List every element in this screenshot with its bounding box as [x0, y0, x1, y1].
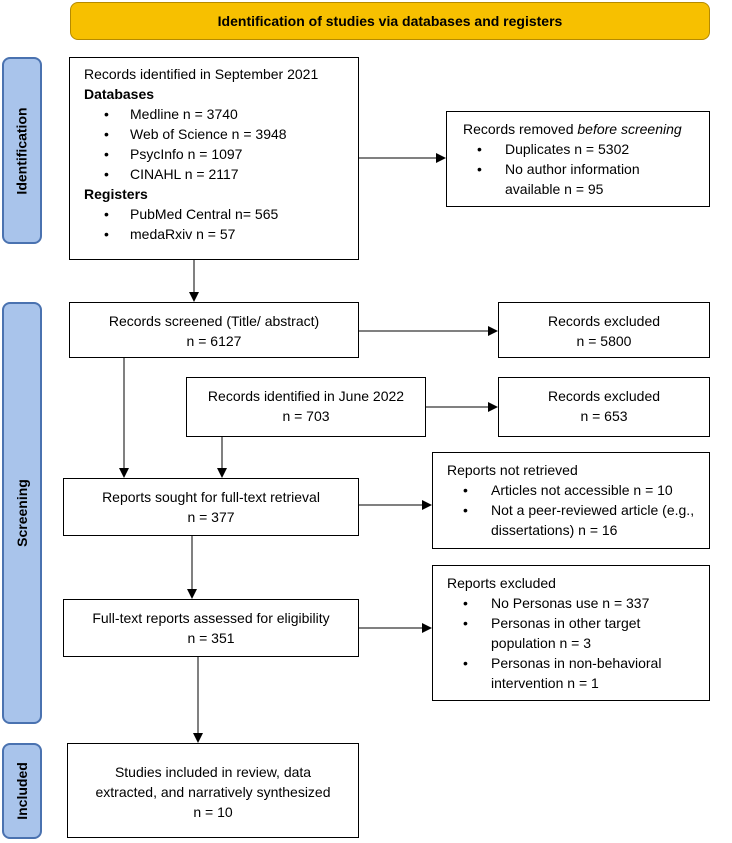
database-item: Web of Science n = 3948 — [70, 124, 358, 144]
records-identified-june-label: Records identified in June 2022 — [207, 388, 405, 404]
database-item: CINAHL n = 2117 — [70, 164, 358, 184]
records-identified-box: Records identified in September 2021 Dat… — [69, 57, 359, 260]
excluded-reason-item: No Personas use n = 337 — [433, 593, 689, 613]
databases-label: Databases — [84, 86, 155, 102]
records-removed-box: Records removed before screening Duplica… — [446, 111, 710, 207]
records-removed-list: Duplicates n = 5302 No author informatio… — [447, 139, 697, 199]
records-identified-june-box: Records identified in June 2022 n = 703 — [186, 377, 426, 437]
phase-identification: Identification — [2, 57, 42, 244]
records-removed-title: Records removed before screening — [463, 119, 709, 139]
register-item: PubMed Central n= 565 — [70, 204, 358, 224]
reports-not-retrieved-list: Articles not accessible n = 10 Not a pee… — [433, 480, 699, 540]
reports-excluded-box: Reports excluded No Personas use n = 337… — [432, 565, 710, 701]
reports-excluded-title: Reports excluded — [447, 575, 556, 591]
reports-assessed-label: Full-text reports assessed for eligibili… — [92, 610, 330, 626]
records-excluded-june-box: Records excluded n = 653 — [498, 377, 710, 437]
records-screened-label: Records screened (Title/ abstract) — [108, 313, 320, 329]
databases-list: Medline n = 3740 Web of Science n = 3948… — [70, 104, 358, 184]
registers-label: Registers — [84, 186, 148, 202]
register-item: medaRxiv n = 57 — [70, 224, 358, 244]
records-excluded-count: n = 5800 — [576, 333, 632, 349]
excluded-reason-item: Personas in other target population n = … — [433, 613, 689, 653]
reports-assessed-box: Full-text reports assessed for eligibili… — [63, 599, 359, 657]
records-removed-title-prefix: Records removed — [463, 121, 578, 137]
records-screened-box: Records screened (Title/ abstract) n = 6… — [69, 302, 359, 358]
records-screened-count: n = 6127 — [186, 333, 242, 349]
studies-included-line1: Studies included in review, data — [114, 764, 312, 780]
phase-included: Included — [2, 743, 42, 839]
records-identified-title: Records identified in September 2021 — [84, 66, 319, 82]
removed-item: Duplicates n = 5302 — [447, 139, 697, 159]
studies-included-line2: extracted, and narratively synthesized — [95, 784, 331, 800]
reports-assessed-count: n = 351 — [187, 630, 235, 646]
removed-item: No author information available n = 95 — [447, 159, 697, 199]
reports-excluded-list: No Personas use n = 337 Personas in othe… — [433, 593, 689, 693]
reports-not-retrieved-title: Reports not retrieved — [447, 462, 578, 478]
studies-included-box: Studies included in review, data extract… — [67, 743, 359, 838]
records-excluded-label: Records excluded — [547, 313, 661, 329]
database-item: PsycInfo n = 1097 — [70, 144, 358, 164]
reports-sought-count: n = 377 — [187, 509, 235, 525]
records-excluded-june-count: n = 653 — [580, 408, 628, 424]
reports-sought-box: Reports sought for full-text retrieval n… — [63, 478, 359, 536]
records-excluded-box: Records excluded n = 5800 — [498, 302, 710, 358]
excluded-reason-item: Personas in non-behavioral intervention … — [433, 653, 689, 693]
flow-header: Identification of studies via databases … — [70, 2, 710, 40]
not-retrieved-item: Not a peer-reviewed article (e.g., disse… — [433, 500, 699, 540]
records-identified-june-count: n = 703 — [282, 408, 330, 424]
database-item: Medline n = 3740 — [70, 104, 358, 124]
records-removed-title-emphasis: before screening — [577, 121, 682, 137]
records-excluded-june-label: Records excluded — [547, 388, 661, 404]
phase-screening: Screening — [2, 302, 42, 724]
reports-sought-label: Reports sought for full-text retrieval — [102, 489, 320, 505]
registers-list: PubMed Central n= 565 medaRxiv n = 57 — [70, 204, 358, 244]
studies-included-count: n = 10 — [193, 804, 233, 820]
not-retrieved-item: Articles not accessible n = 10 — [433, 480, 699, 500]
reports-not-retrieved-box: Reports not retrieved Articles not acces… — [432, 452, 710, 549]
